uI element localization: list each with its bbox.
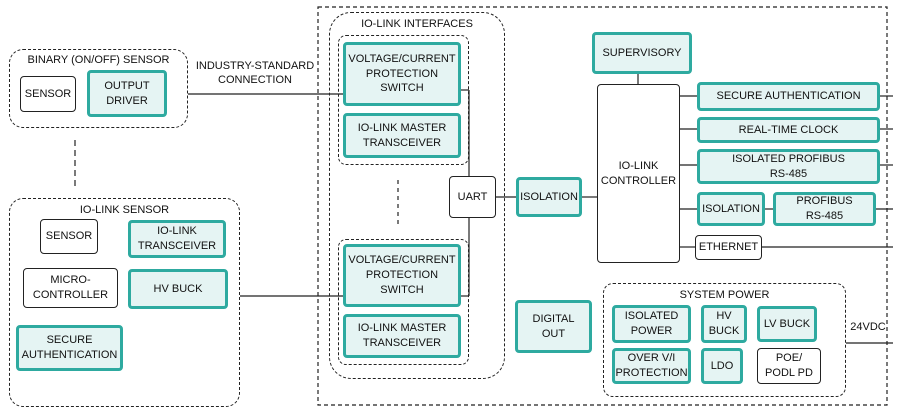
port-1-master-transceiver: IO-LINK MASTER TRANSCEIVER bbox=[343, 113, 461, 158]
port-1-group bbox=[338, 35, 469, 165]
iolink-interfaces-title: IO-LINK INTERFACES bbox=[361, 18, 473, 30]
poe-podl-block: POE/ PODL PD bbox=[757, 348, 821, 384]
binary-sensor-title: BINARY (ON/OFF) SENSOR bbox=[27, 54, 170, 66]
port-2-group bbox=[338, 239, 469, 365]
lv-buck-block: LV BUCK bbox=[757, 306, 817, 342]
ethernet-block: ETHERNET bbox=[695, 235, 762, 260]
isolated-profibus-peripheral: ISOLATED PROFIBUS RS-485 bbox=[697, 149, 880, 184]
iolink-sensor-title: IO-LINK SENSOR bbox=[79, 204, 170, 216]
isolation-block: ISOLATION bbox=[516, 177, 582, 217]
iolink-interfaces-group bbox=[329, 12, 505, 379]
ldo-block: LDO bbox=[701, 348, 743, 384]
over-vi-protection-block: OVER V/I PROTECTION bbox=[612, 348, 691, 384]
rtc-peripheral: REAL-TIME CLOCK bbox=[697, 117, 880, 143]
port-1-protection-switch: VOLTAGE/CURRENT PROTECTION SWITCH bbox=[343, 42, 461, 106]
uart-block: UART bbox=[449, 176, 496, 218]
connection-label: INDUSTRY-STANDARD CONNECTION bbox=[195, 60, 315, 87]
sensor-hv-buck-block: HV BUCK bbox=[128, 269, 228, 309]
digital-out-block: DIGITAL OUT bbox=[515, 300, 592, 353]
iolink-transceiver-block: IO-LINK TRANSCEIVER bbox=[128, 220, 226, 258]
sensor-secure-auth-block: SECURE AUTHENTICATION bbox=[16, 325, 123, 371]
port-2-master-transceiver: IO-LINK MASTER TRANSCEIVER bbox=[343, 314, 461, 358]
iolink-sensor-block: SENSOR bbox=[40, 219, 98, 254]
port-2-protection-switch: VOLTAGE/CURRENT PROTECTION SWITCH bbox=[343, 244, 461, 307]
power-hv-buck-block: HV BUCK bbox=[701, 305, 747, 343]
profibus-peripheral: PROFIBUS RS-485 bbox=[773, 192, 876, 226]
binary-sensor-group bbox=[9, 49, 188, 128]
system-power-title: SYSTEM POWER bbox=[679, 289, 770, 301]
supervisory-block: SUPERVISORY bbox=[592, 32, 692, 74]
profibus-isolation-block: ISOLATION bbox=[697, 192, 765, 226]
iolink-sensor-group bbox=[9, 198, 240, 407]
system-power-group bbox=[603, 283, 846, 397]
supply-label: 24VDC bbox=[850, 321, 886, 333]
binary-sensor-block: SENSOR bbox=[20, 76, 76, 112]
microcontroller-block: MICRO- CONTROLLER bbox=[23, 268, 118, 308]
output-driver-block: OUTPUT DRIVER bbox=[87, 70, 167, 117]
iolink-controller-block: IO-LINK CONTROLLER bbox=[597, 84, 680, 263]
secure-auth-peripheral: SECURE AUTHENTICATION bbox=[697, 82, 880, 111]
isolated-power-block: ISOLATED POWER bbox=[612, 305, 691, 343]
